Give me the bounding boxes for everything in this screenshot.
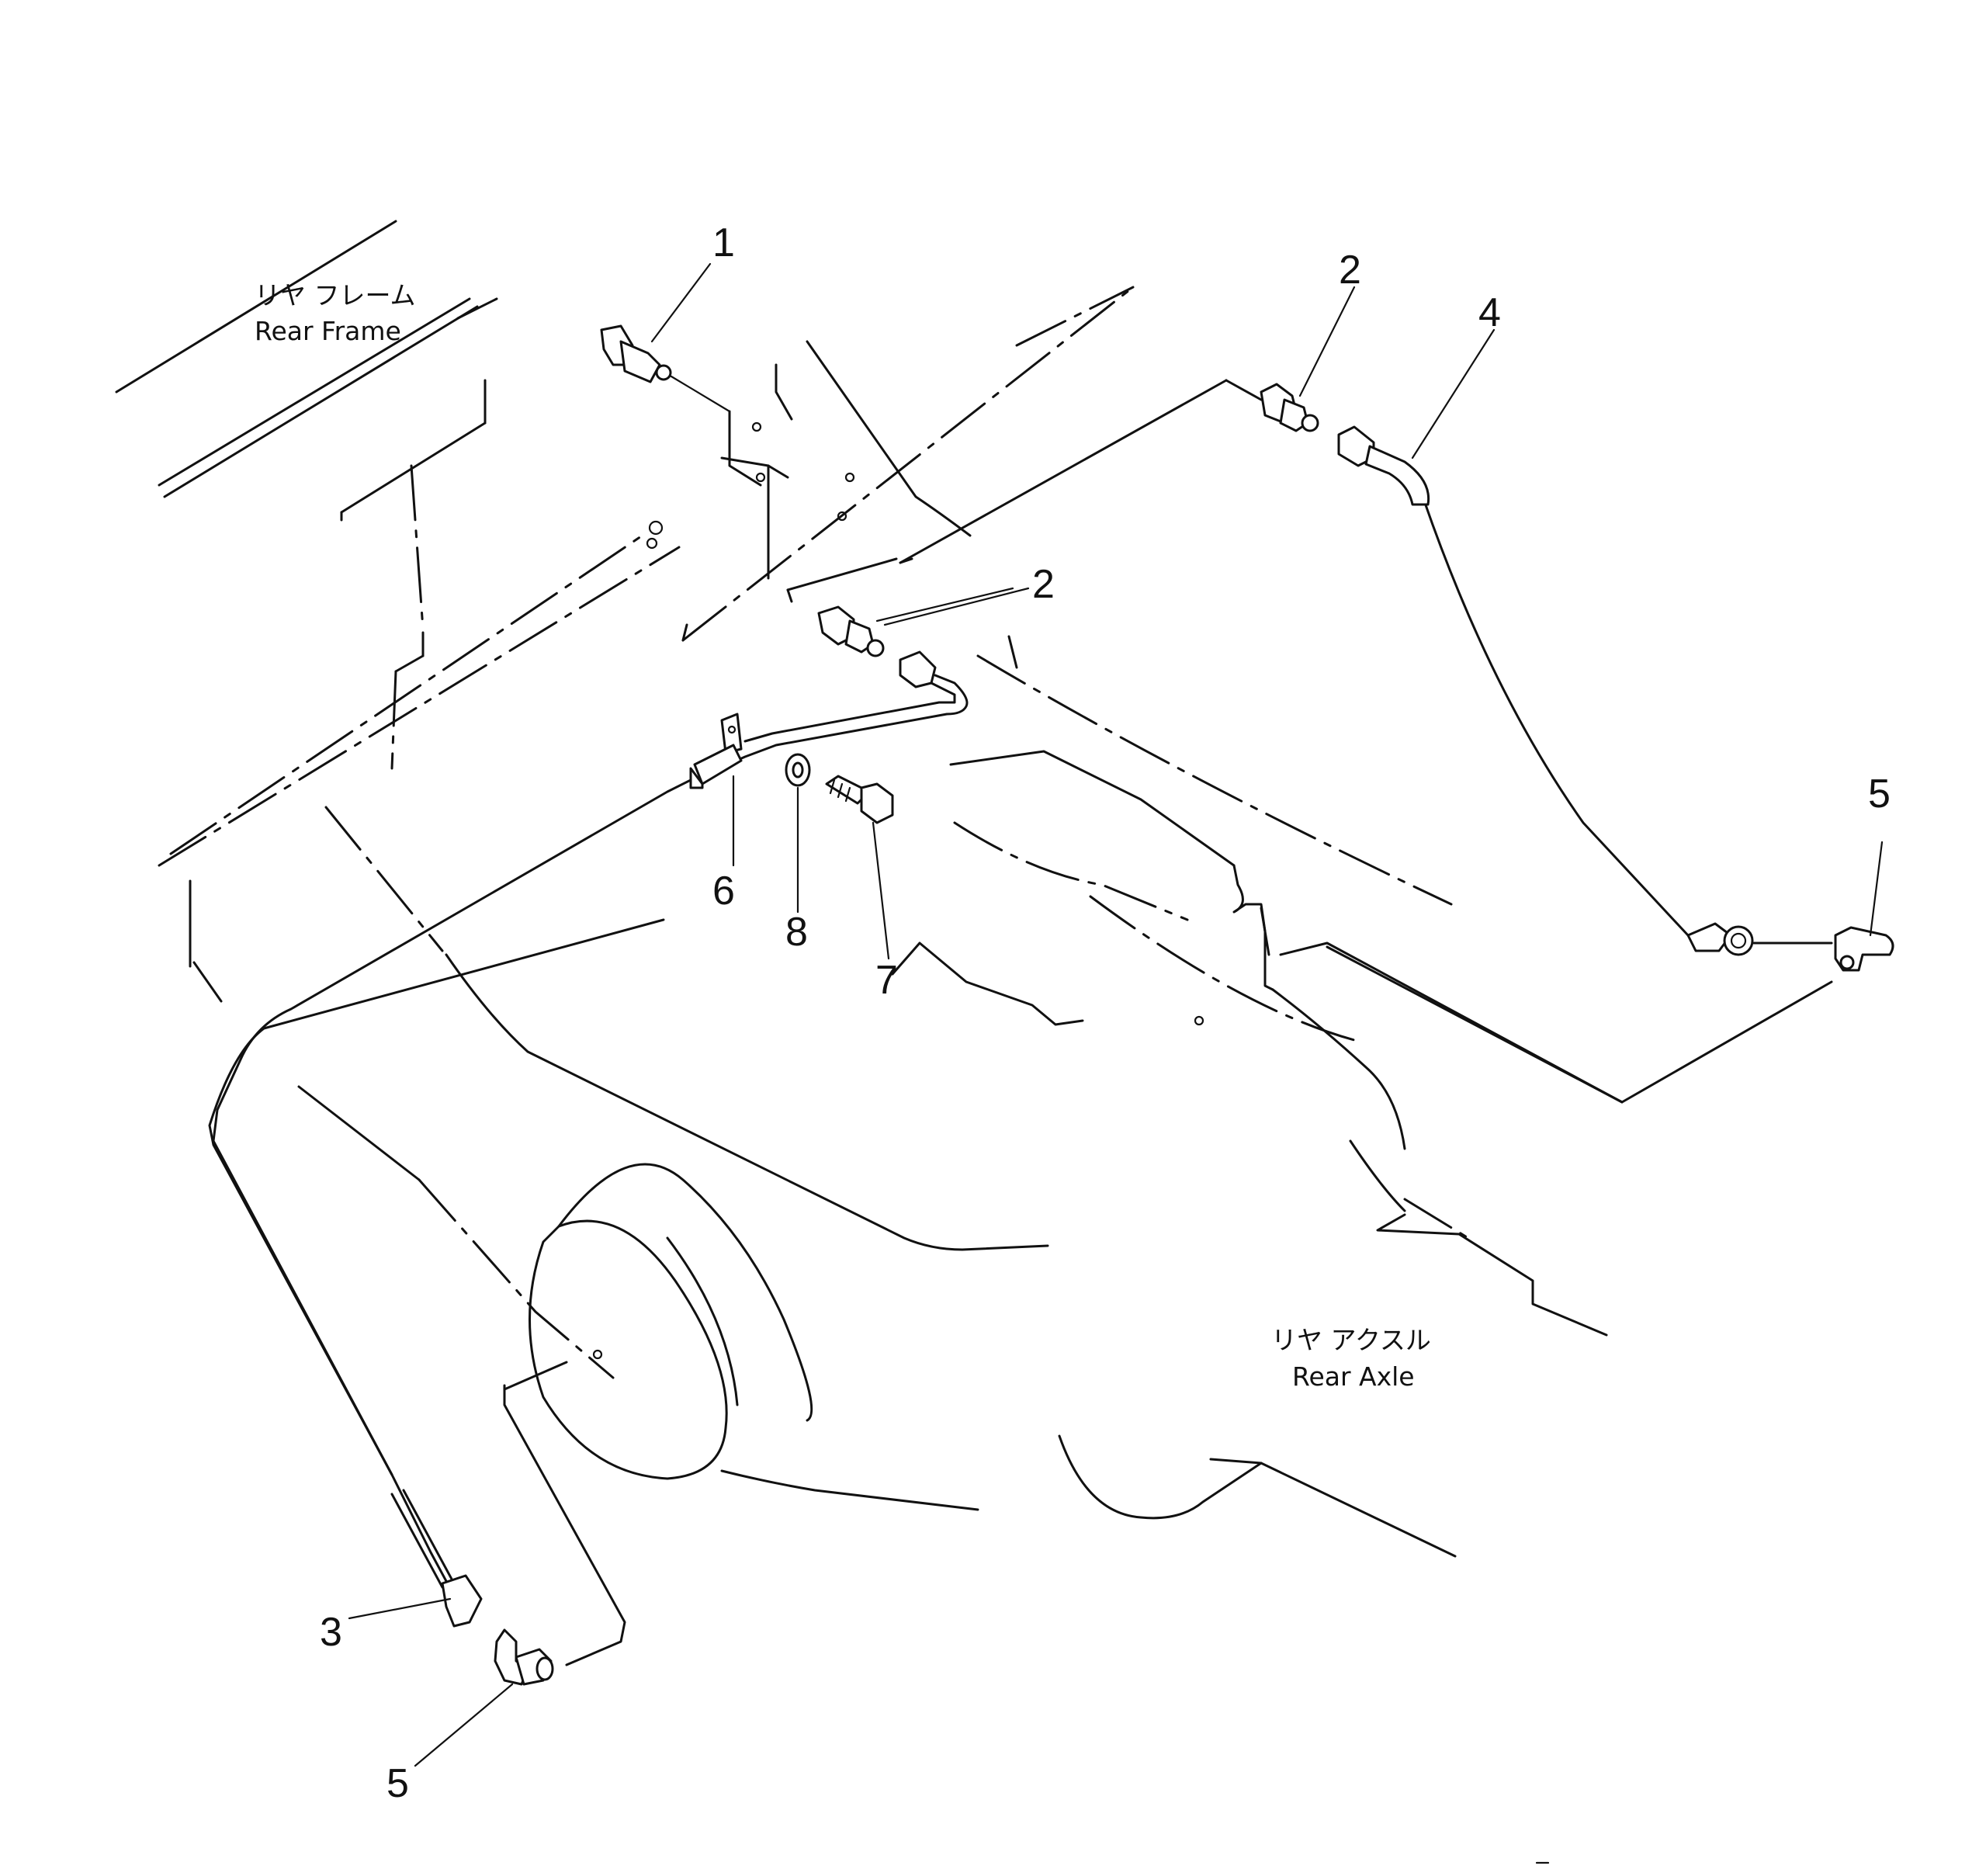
brake-line-left — [212, 778, 692, 1666]
callout-4: 4 — [1478, 290, 1501, 335]
part-1-fitting — [600, 324, 766, 487]
brake-line-right — [1225, 379, 1833, 945]
part-6-tube — [689, 650, 969, 789]
callout-8: 8 — [785, 910, 808, 955]
rear-frame-label-jp: リヤ フレーム — [255, 280, 416, 310]
callout-7: 7 — [875, 958, 898, 1003]
part-2-fitting-upper — [1260, 383, 1319, 432]
part-3-hose-end — [390, 1489, 483, 1628]
part-7-bolt — [825, 775, 894, 824]
callout-2-center: 2 — [1032, 562, 1055, 607]
rear-axle-label-en: Rear Axle — [1292, 1361, 1415, 1392]
part-4-hose — [1337, 425, 1430, 506]
part-2-fitting-center — [817, 587, 1014, 657]
callout-2-upper: 2 — [1339, 248, 1361, 293]
rear-frame-label-en: Rear Frame — [255, 316, 401, 346]
frame-right — [681, 363, 1833, 1104]
part-5-elbow-right — [1686, 922, 1894, 972]
callout-5-left: 5 — [386, 1761, 409, 1806]
part-8-washer — [785, 753, 811, 787]
callout-1: 1 — [712, 220, 735, 265]
callout-3: 3 — [320, 1610, 342, 1655]
rear-frame-outline — [115, 220, 1135, 1003]
callout-6: 6 — [712, 869, 735, 914]
axle-hub — [529, 1163, 813, 1480]
leader-lines — [348, 262, 1884, 1767]
rear-axle-label-jp: リヤ アクスル — [1271, 1325, 1431, 1355]
part-5-elbow-left — [494, 1628, 554, 1686]
callout-5-right: 5 — [1868, 772, 1891, 817]
bolt-hole-markers — [592, 472, 1550, 1864]
